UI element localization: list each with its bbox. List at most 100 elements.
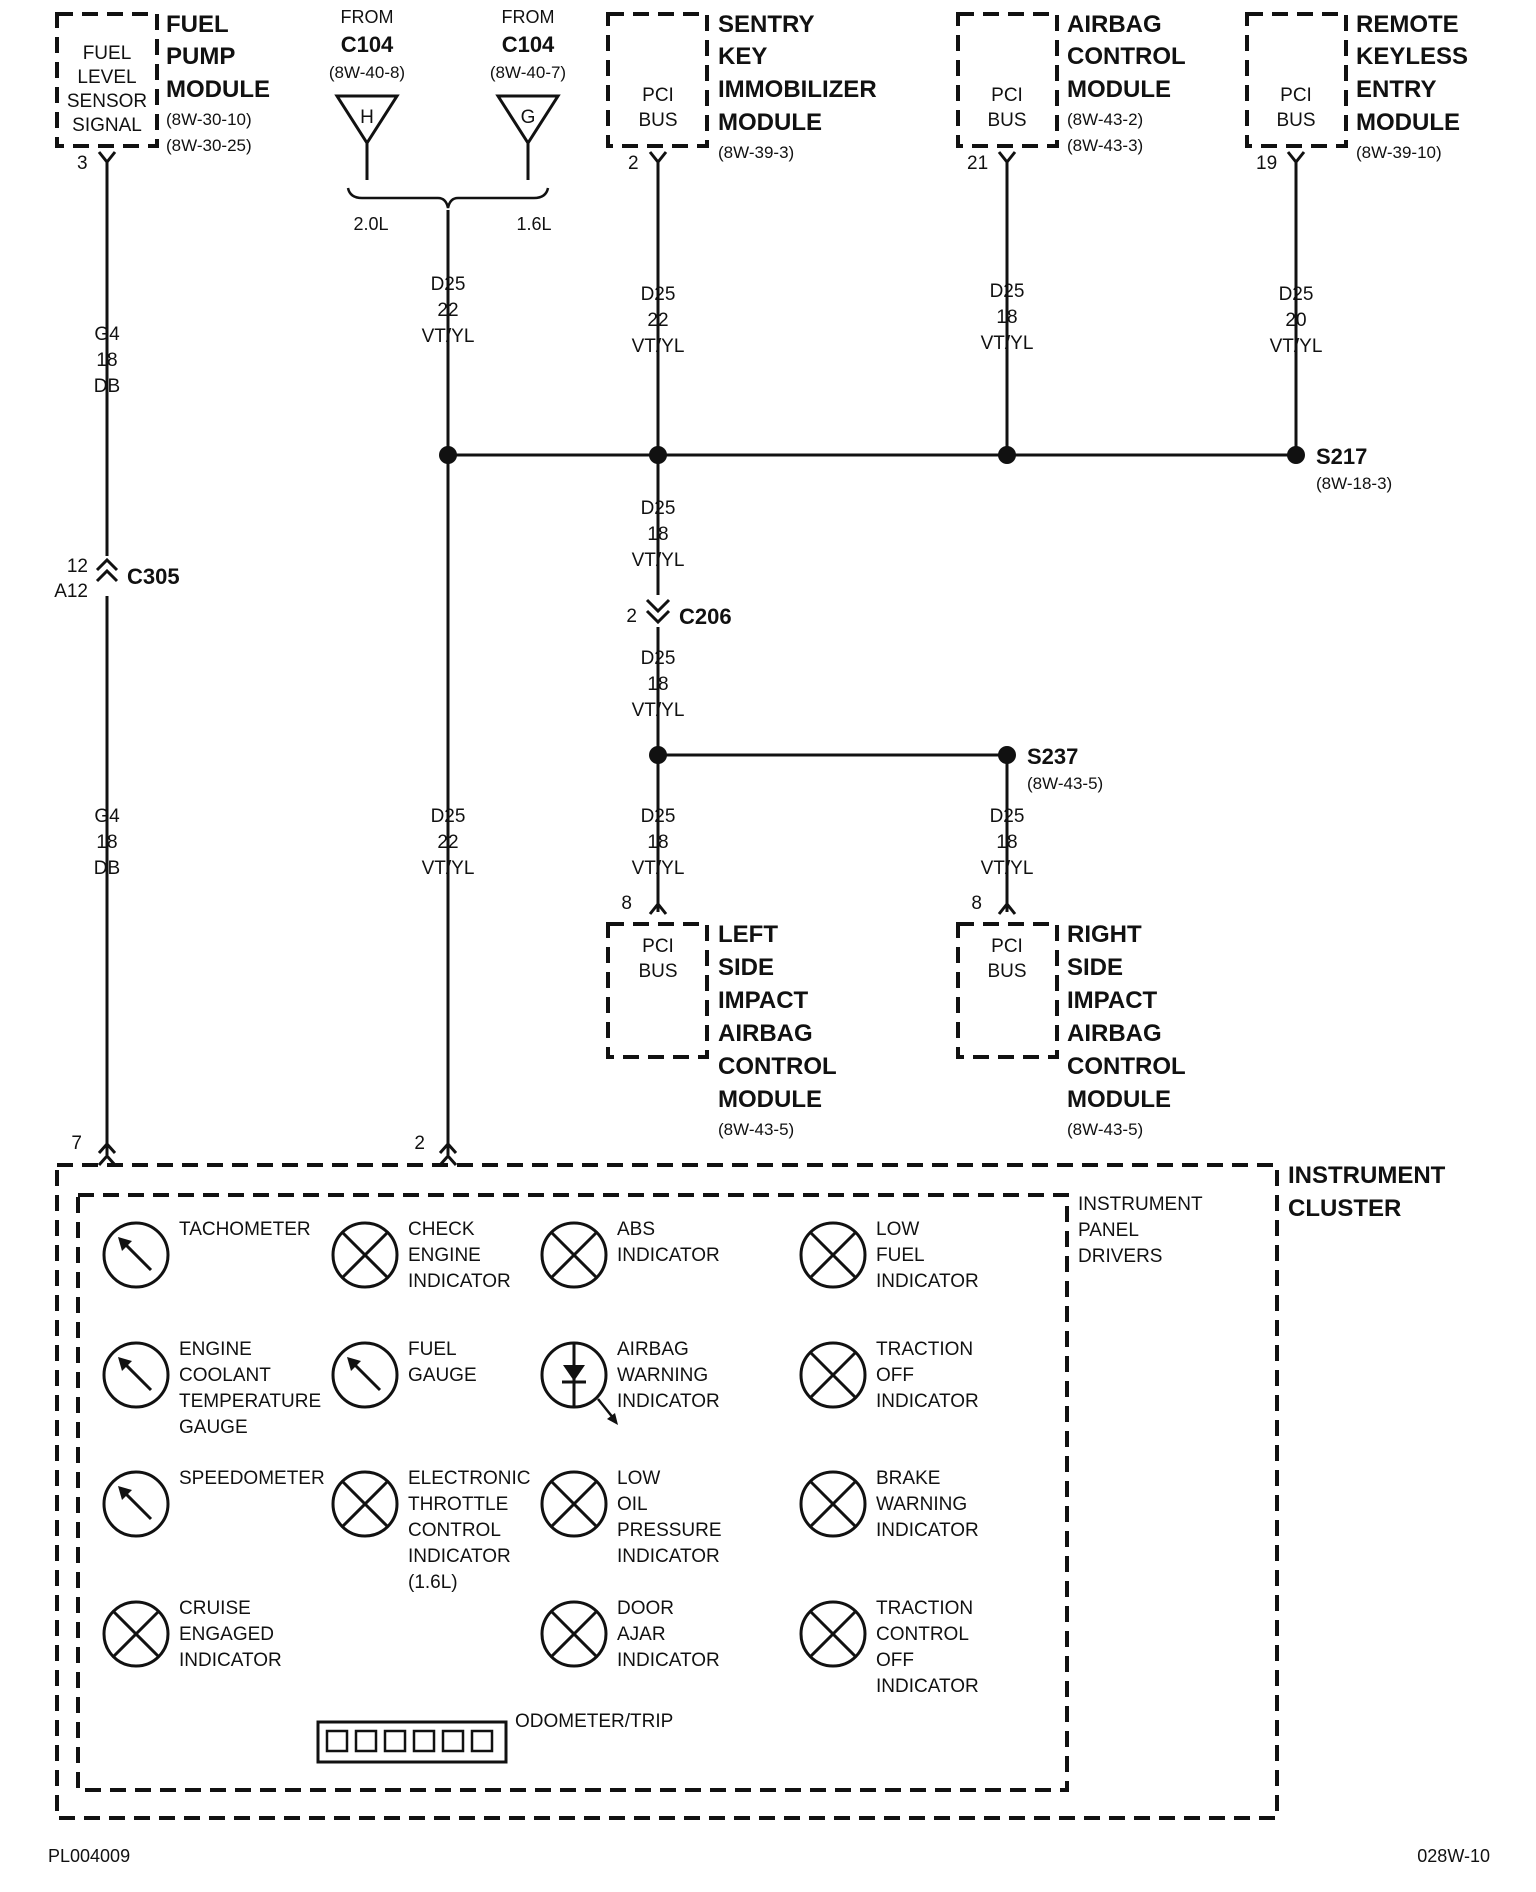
d25-c206-down-label-1: 18 [647, 674, 668, 695]
c104g-symbol: G [521, 107, 536, 128]
fpm-inner-3: SIGNAL [72, 115, 142, 136]
led-icon [540, 1341, 618, 1425]
right-sia-title-5: MODULE [1067, 1086, 1171, 1113]
d25-airbag-label-2: VT/YL [981, 333, 1034, 354]
indicator-lamp-icon [540, 1600, 608, 1668]
skim-title-0: SENTRY [718, 11, 814, 38]
from-c104-h: FROM C104 (8W-40-8) H 2.0L [329, 7, 405, 234]
left-sia-title-3: AIRBAG [718, 1020, 813, 1047]
d25-c104-label-1: 22 [437, 300, 458, 321]
left-sia-inner-1: BUS [638, 961, 677, 982]
d25-s217-down-label-1: 18 [647, 524, 668, 545]
left-sia-title-1: SIDE [718, 954, 774, 981]
cluster-item-label: CRUISE [179, 1598, 251, 1619]
indicator-lamp-icon [799, 1341, 867, 1409]
d25-rke-label-0: D25 [1279, 284, 1314, 305]
acm-title-1: CONTROL [1067, 43, 1186, 70]
cluster-item-label: DOOR [617, 1598, 674, 1619]
cluster-item-label: INDICATOR [617, 1546, 720, 1567]
c305-name: C305 [127, 564, 180, 589]
rke-inner-0: PCI [1280, 85, 1312, 106]
connector-c206: 2 C206 [626, 595, 732, 629]
d25-left-sia-label-0: D25 [641, 806, 676, 827]
d25-cluster-label-1: 22 [437, 832, 458, 853]
c104h-symbol: H [360, 107, 374, 128]
cluster-item-label: TRACTION [876, 1598, 973, 1619]
from-c104-g: FROM C104 (8W-40-7) G 1.6L [490, 7, 566, 234]
acm-inner-1: BUS [987, 110, 1026, 131]
left-sia-title-2: IMPACT [718, 987, 809, 1014]
d25-sentry-label-0: D25 [641, 284, 676, 305]
acm-title-0: AIRBAG [1067, 11, 1162, 38]
fpm-title-1: PUMP [166, 43, 235, 70]
gauge-icon [102, 1341, 170, 1409]
c104g-from: FROM [502, 7, 555, 27]
odometer-trip-display: ODOMETER/TRIP [316, 1711, 673, 1764]
right-sia-title-1: SIDE [1067, 954, 1123, 981]
skim-title-2: IMMOBILIZER [718, 76, 877, 103]
d25-right-sia-label-1: 18 [996, 832, 1017, 853]
d25-c104-label-0: D25 [431, 274, 466, 295]
odometer-label: ODOMETER/TRIP [515, 1711, 673, 1732]
acm-ref-1: (8W-43-3) [1067, 136, 1143, 155]
c104g-ref: (8W-40-7) [490, 63, 566, 82]
right-side-impact-airbag-module: D25 18 VT/YL 8 PCI BUS RIGHT SIDE IMPACT… [956, 755, 1186, 1139]
skim-title-1: KEY [718, 43, 767, 70]
cluster-item-label: LOW [617, 1468, 660, 1489]
cluster-item-label: CHECK [408, 1219, 475, 1240]
cluster-item-label: TACHOMETER [179, 1219, 311, 1240]
footer-left: PL004009 [48, 1846, 130, 1866]
d25-right-sia-label-2: VT/YL [981, 858, 1034, 879]
fuel-pump-module: FUEL LEVEL SENSOR SIGNAL FUEL PUMP MODUL… [55, 11, 270, 174]
s237-ref: (8W-43-5) [1027, 774, 1103, 793]
fpm-title-2: MODULE [166, 76, 270, 103]
skim-pin: 2 [628, 153, 639, 174]
fpm-ref-0: (8W-30-10) [166, 110, 252, 129]
c206-pin: 2 [626, 606, 637, 627]
cluster-item-label: TEMPERATURE [179, 1391, 321, 1412]
left-side-impact-airbag-module: D25 18 VT/YL 8 PCI BUS LEFT SIDE IMPACT … [606, 755, 837, 1139]
cluster-item-label: OFF [876, 1650, 914, 1671]
panel-drivers-2: DRIVERS [1078, 1246, 1162, 1267]
g4-lower-label-1: 18 [96, 832, 117, 853]
d25-left-sia-label-2: VT/YL [632, 858, 685, 879]
left-sia-pin: 8 [621, 893, 632, 914]
right-sia-pin: 8 [971, 893, 982, 914]
s217-ref: (8W-18-3) [1316, 474, 1392, 493]
cluster-item-label: FUEL [408, 1339, 457, 1360]
d25-c206-down-label-0: D25 [641, 648, 676, 669]
indicator-lamp-icon [799, 1470, 867, 1538]
d25-airbag-label-1: 18 [996, 307, 1017, 328]
cluster-item-label: INDICATOR [408, 1271, 511, 1292]
acm-pin: 21 [967, 153, 988, 174]
splice-s217: S217 (8W-18-3) [439, 444, 1392, 493]
cluster-item-label: AIRBAG [617, 1339, 689, 1360]
d25-right-sia-label-0: D25 [990, 806, 1025, 827]
cluster-item-label: INDICATOR [617, 1245, 720, 1266]
wire-d25-cluster: D25 22 VT/YL D25 22 VT/YL [422, 210, 474, 1155]
c305-pin-1: A12 [54, 581, 88, 602]
acm-ref-0: (8W-43-2) [1067, 110, 1143, 129]
indicator-lamp-icon [331, 1221, 399, 1289]
cluster-item: TACHOMETER [102, 1219, 311, 1289]
rke-title-1: KEYLESS [1356, 43, 1468, 70]
d25-sentry-label-1: 22 [647, 310, 668, 331]
c104h-from: FROM [341, 7, 394, 27]
rke-pin: 19 [1256, 153, 1277, 174]
left-sia-title-0: LEFT [718, 921, 778, 948]
cluster-item-label: WARNING [617, 1365, 708, 1386]
rke-ref-0: (8W-39-10) [1356, 143, 1442, 162]
cluster-item: SPEEDOMETER [102, 1468, 325, 1538]
g4-upper-label-1: 18 [96, 350, 117, 371]
panel-drivers-0: INSTRUMENT [1078, 1194, 1203, 1215]
rke-inner-1: BUS [1276, 110, 1315, 131]
cluster-item-label: OFF [876, 1365, 914, 1386]
c104g-connector: C104 [502, 32, 555, 57]
cluster-item-label: LOW [876, 1219, 919, 1240]
